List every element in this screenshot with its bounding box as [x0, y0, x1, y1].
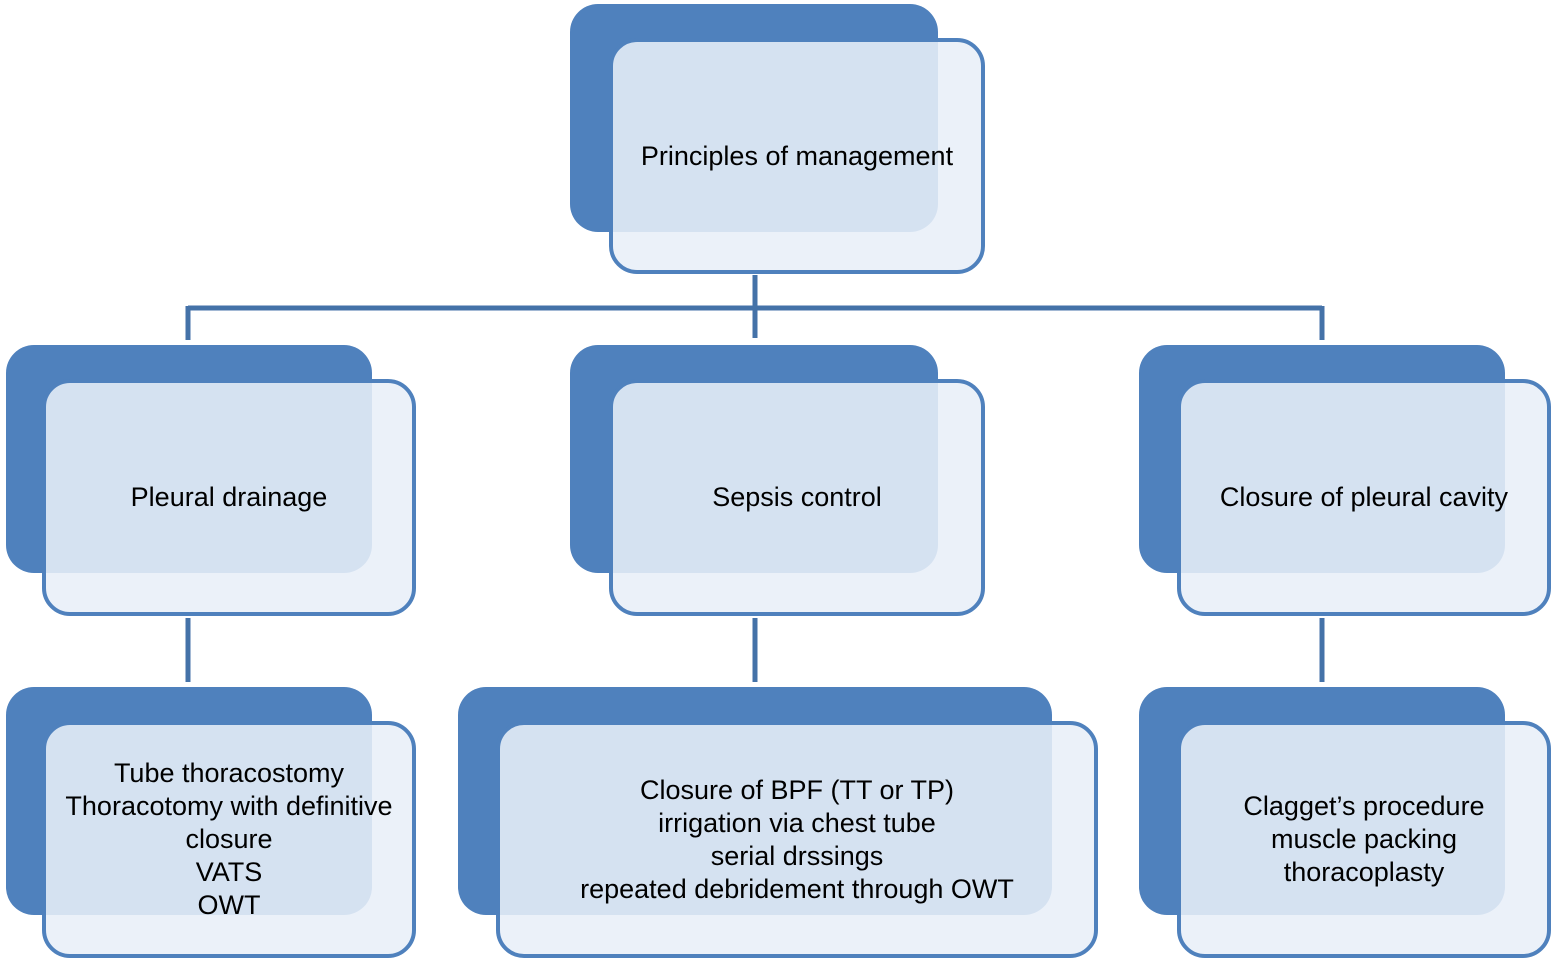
detail-line: thoracoplasty [1283, 857, 1445, 887]
detail-line: Tube thoracostomy [113, 758, 345, 788]
branch-label: Sepsis control [712, 482, 882, 512]
detail-line: Clagget’s procedure [1243, 791, 1485, 821]
detail-node-box: Closure of BPF (TT or TP) irrigation via… [496, 721, 1098, 958]
detail-node-box: Tube thoracostomy Thoracotomy with defin… [42, 721, 416, 958]
branch-label: Closure of pleural cavity [1219, 482, 1509, 512]
detail-line: repeated debridement through OWT [580, 873, 1014, 904]
detail-line: muscle packing [1270, 824, 1458, 854]
detail-line: OWT [197, 890, 261, 920]
branch-node-box: Pleural drainage [42, 379, 416, 616]
detail-line: closure [185, 824, 273, 854]
root-label: Principles of management [640, 140, 954, 171]
detail-line: Closure of BPF (TT or TP) [639, 774, 955, 805]
detail-node-box: Clagget’s procedure muscle packing thora… [1177, 721, 1551, 958]
detail-line: Thoracotomy with definitive [65, 791, 393, 821]
root-node-box: Principles of management [609, 38, 985, 274]
detail-line: serial drssings [710, 840, 884, 871]
detail-line: VATS [195, 857, 263, 887]
branch-node-box: Sepsis control [609, 379, 985, 616]
detail-line: irrigation via chest tube [658, 807, 936, 838]
branch-label: Pleural drainage [130, 482, 328, 512]
branch-node-box: Closure of pleural cavity [1177, 379, 1551, 616]
